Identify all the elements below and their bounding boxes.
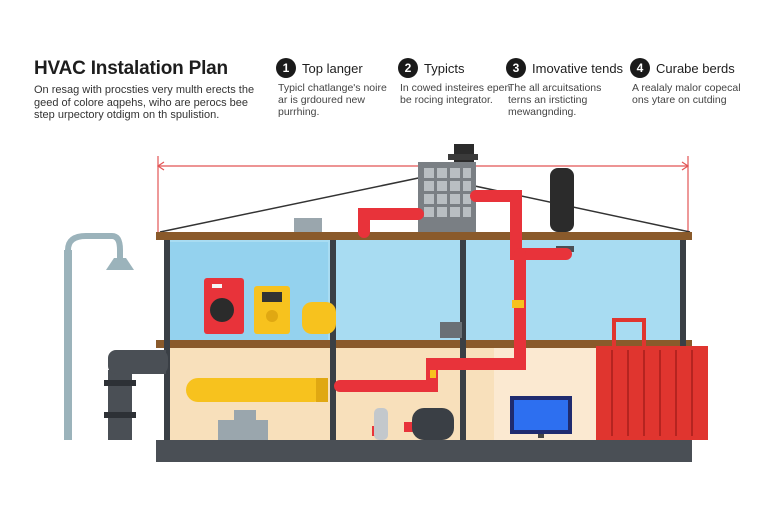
pipe-joints — [430, 300, 524, 378]
furnace-icon — [204, 278, 244, 334]
middle-floor-slab — [156, 340, 692, 348]
step-4: 4 Curabe berds A realaly malor copecal on… — [630, 58, 750, 106]
pump-unit — [412, 408, 454, 440]
step-text: Typicl chatlange's noire ar is grdoured … — [278, 82, 387, 118]
step-title: Curabe berds — [656, 60, 735, 76]
gas-cylinder — [374, 408, 388, 440]
tank-icon — [302, 302, 336, 334]
step-number-icon: 1 — [276, 58, 296, 78]
step-3: 3 Imovative tends The all arcuitsations t… — [506, 58, 626, 118]
drain-pipe — [104, 350, 168, 440]
ground-floor-slab — [156, 440, 692, 462]
step-number-icon: 4 — [630, 58, 650, 78]
equipment-block — [218, 410, 268, 440]
step-text: In cowed insteires epen be rocing integr… — [400, 82, 511, 106]
step-number-icon: 3 — [506, 58, 526, 78]
step-1: 1 Top langer Typicl chatlange's noire ar … — [276, 58, 396, 118]
red-pipe-network — [334, 190, 572, 392]
small-unit — [440, 322, 462, 338]
thermostat-icon — [254, 286, 290, 334]
step-title: Top langer — [302, 60, 363, 76]
step-title: Imovative tends — [532, 60, 624, 76]
house-diagram — [64, 144, 708, 462]
roof-floor-slab — [156, 232, 692, 240]
columns — [164, 240, 686, 440]
step-title: Typicts — [424, 60, 465, 76]
step-text: The all arcuitsations terns an irstictin… — [508, 82, 602, 118]
upper-room-glass-left — [168, 242, 328, 340]
intro-text: On resag with procsties very multh erect… — [34, 84, 255, 121]
air-handler-icon — [418, 144, 478, 232]
step-2: 2 Typicts In cowed insteires epen be roci… — [398, 58, 518, 106]
yellow-duct — [186, 378, 328, 402]
boiler-icon — [596, 318, 708, 440]
street-lamp-icon — [64, 233, 134, 440]
monitor-icon — [510, 396, 572, 438]
step-number-icon: 2 — [398, 58, 418, 78]
page-title: HVAC Instalation Plan — [34, 58, 228, 79]
vent-box — [294, 218, 322, 232]
step-text: A realaly malor copecal ons ytare on cut… — [632, 82, 741, 106]
